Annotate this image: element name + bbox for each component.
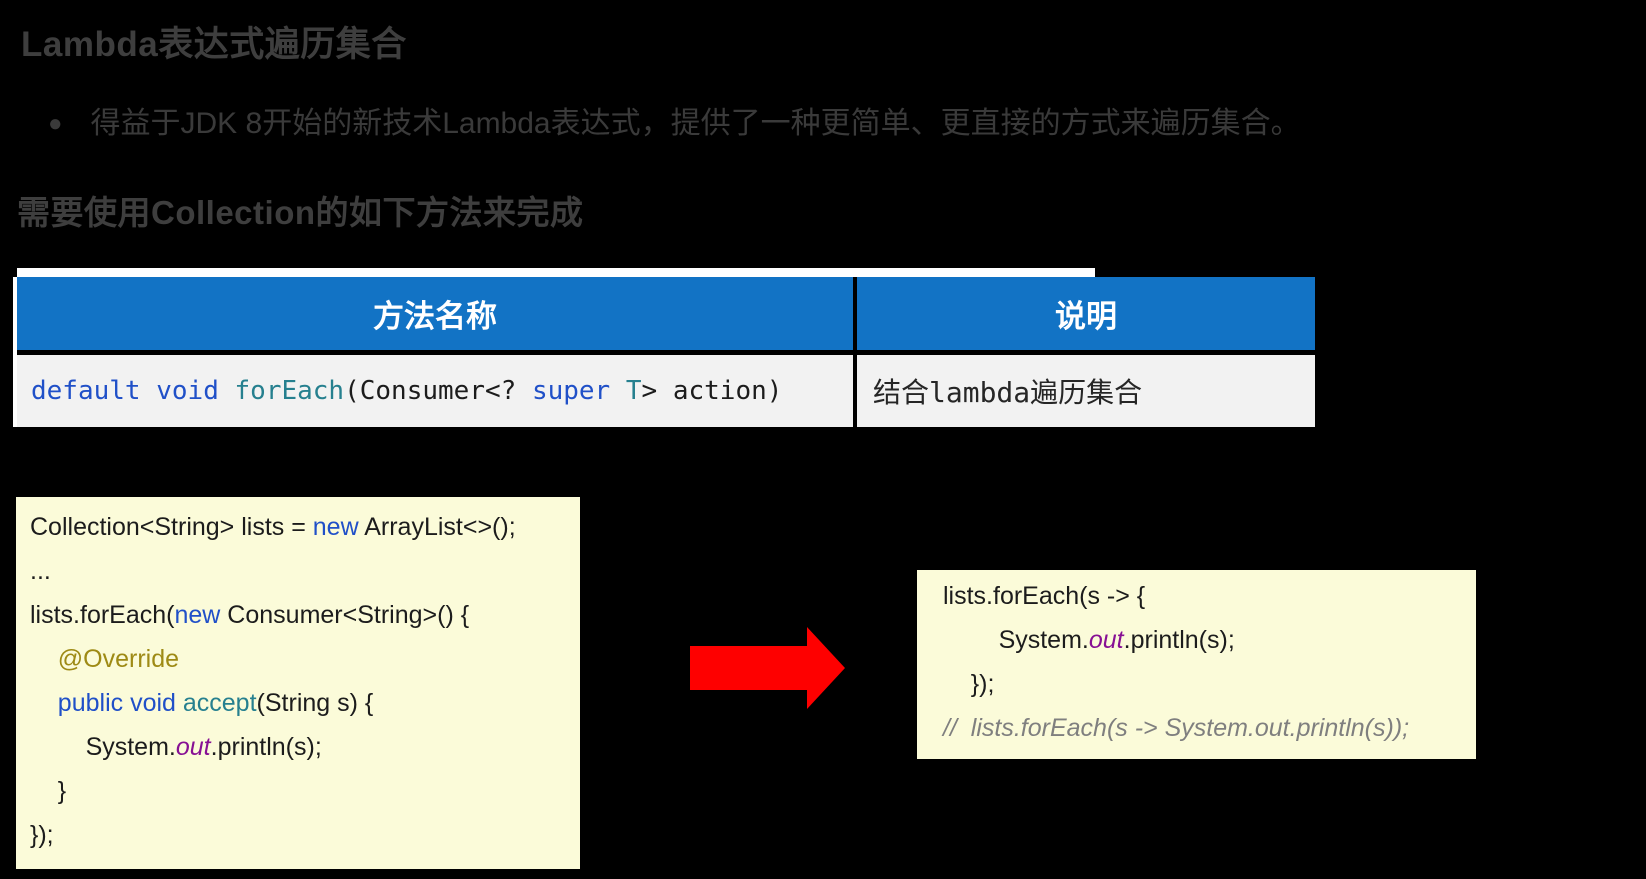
code-block-lambda: lists.forEach(s -> { System.out.println(… (917, 570, 1476, 759)
column-header-method-name: 方法名称 (17, 277, 853, 350)
bullet-item: ● 得益于JDK 8开始的新技术Lambda表达式，提供了一种更简单、更直接的方… (48, 104, 1301, 144)
table-top-border (17, 268, 1095, 277)
column-header-description: 说明 (857, 277, 1315, 350)
red-arrow-icon (690, 627, 845, 709)
methods-table: 方法名称 说明 default void forEach(Consumer<? … (13, 268, 1315, 427)
table-left-border (13, 277, 17, 427)
table-row: default void forEach(Consumer<? super T>… (17, 355, 853, 427)
method-description-cell: 结合lambda遍历集合 (857, 355, 1315, 427)
code-block-anonymous-class: Collection<String> lists = new ArrayList… (16, 497, 580, 869)
section-subtitle: 需要使用Collection的如下方法来完成 (17, 194, 584, 231)
bullet-text: 得益于JDK 8开始的新技术Lambda表达式，提供了一种更简单、更直接的方式来… (90, 107, 1301, 140)
page-title: Lambda表达式遍历集合 (21, 25, 407, 64)
method-signature-code: default void forEach(Consumer<? super T>… (31, 376, 783, 406)
bullet-icon: ● (48, 110, 63, 137)
arrow-head (807, 627, 845, 709)
arrow-shaft (690, 646, 808, 690)
